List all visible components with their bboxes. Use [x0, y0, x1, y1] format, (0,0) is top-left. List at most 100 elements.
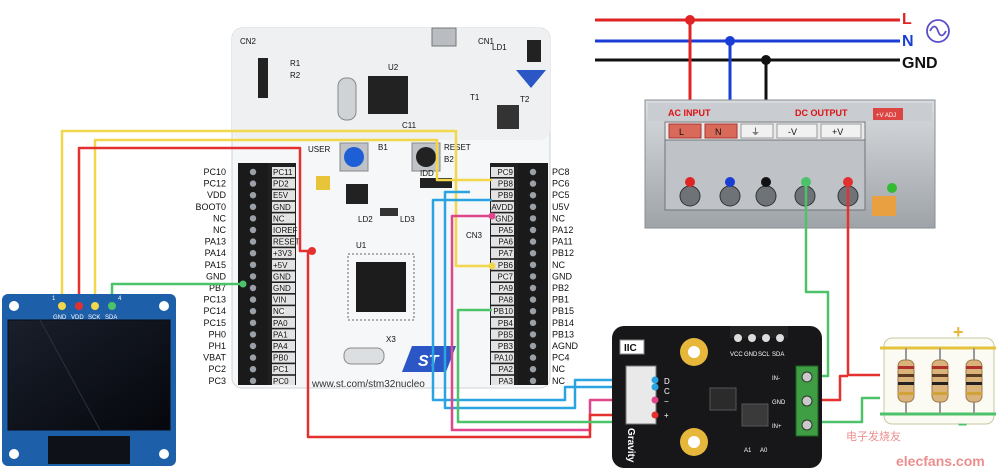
oled-flex — [48, 436, 130, 464]
sensor-brand: Gravity — [625, 428, 636, 463]
wire-sensor-gnd — [450, 214, 655, 432]
sensor-pin-d: D — [664, 377, 670, 386]
header-pin — [249, 168, 257, 176]
pin-label-bg — [272, 329, 295, 340]
pin-label-bg — [272, 341, 295, 351]
sensor-pin-minus: − — [664, 397, 669, 406]
psu-adj-label: +V ADJ — [876, 113, 896, 119]
pin-label: PB8 — [498, 180, 514, 189]
pin-label: GND — [552, 271, 573, 281]
junction-pb6 — [488, 262, 496, 270]
header-pin — [249, 273, 257, 280]
psu-input-label: AC INPUT — [668, 108, 711, 118]
oled-pin-num-1: 1 — [52, 296, 56, 302]
pin-label: PA6 — [498, 238, 513, 247]
silk-ld2: LD2 — [358, 215, 373, 224]
pin-label: PB7 — [209, 283, 226, 293]
pin-label: PB4 — [498, 319, 514, 328]
load-minus-sign: − — [958, 417, 967, 434]
pin-label-bg — [491, 364, 514, 375]
header-pin — [529, 203, 537, 210]
sensor-pin-gnd-right: GND — [772, 400, 786, 406]
silk-x3: X3 — [386, 335, 396, 344]
usb-connector — [431, 27, 457, 47]
oled-pin-vdd: VDD — [71, 315, 84, 321]
oled-reflection — [39, 319, 101, 431]
pin-label: PC3 — [208, 376, 226, 386]
pin-label: PA14 — [205, 248, 226, 258]
watermark-url: elecfans.com — [896, 453, 985, 469]
pin-label-bg — [491, 283, 514, 293]
pin-label: PB9 — [498, 191, 514, 200]
silk-cn1: CN1 — [478, 37, 495, 46]
pin-label: PB15 — [552, 306, 574, 316]
pin-label-bg — [272, 306, 295, 317]
pin-label: NC — [552, 213, 565, 223]
pin-label-bg — [491, 201, 514, 212]
pin-label: NC — [273, 214, 285, 223]
pin-label: PB2 — [552, 283, 569, 293]
junction-pb7 — [239, 280, 247, 288]
pin-label: PA11 — [552, 237, 573, 247]
psu-pot — [872, 196, 896, 216]
sensor-pin-a0: A0 — [760, 448, 768, 454]
pin-label: GND — [273, 203, 291, 212]
pin-label: PC13 — [203, 295, 226, 305]
stlink-crystal — [337, 77, 357, 121]
pin-label: PA9 — [498, 284, 513, 293]
pin-label-bg — [491, 352, 514, 363]
pin-label: PB12 — [552, 248, 574, 258]
st-logo-shape — [402, 346, 456, 372]
pin-label: PC5 — [552, 190, 570, 200]
resistor-1 — [897, 348, 915, 414]
wire-sensor-d — [443, 190, 655, 410]
sensor-pin-in-plus: IN+ — [772, 424, 782, 430]
pin-label: PC11 — [273, 168, 293, 177]
reset-button[interactable] — [416, 147, 436, 167]
pin-label: PA15 — [205, 260, 226, 270]
pin-label: PC6 — [552, 179, 570, 189]
pin-label: PA3 — [498, 377, 513, 386]
wire-oled-gnd — [60, 129, 492, 306]
pin-label: PC4 — [552, 353, 570, 363]
mcu-pins — [347, 253, 415, 321]
sensor-connector — [625, 365, 657, 425]
user-button[interactable] — [344, 147, 364, 167]
pin-label-bg — [272, 352, 295, 363]
pin-label: PD2 — [273, 180, 289, 189]
pin-label: PA10 — [494, 354, 514, 363]
pin-label: VBAT — [203, 353, 226, 363]
pin-label-bg — [491, 190, 514, 201]
pin-label: PB0 — [273, 354, 289, 363]
header-pin — [249, 238, 257, 245]
pin-label: PC9 — [497, 168, 513, 177]
header-pin — [249, 180, 257, 187]
sensor-pin-sda: SDA — [772, 352, 784, 358]
header-pin — [529, 284, 537, 292]
pin-label: PH1 — [208, 341, 226, 351]
header-pin — [529, 168, 537, 176]
silk-t2: T2 — [520, 95, 530, 104]
header-pin — [249, 308, 257, 315]
silk-cn3: CN3 — [466, 231, 483, 240]
psu-gnd-junction — [761, 177, 771, 187]
silk-b1: B1 — [378, 143, 388, 152]
pin-label: PB14 — [552, 318, 574, 328]
header-pin — [249, 377, 257, 384]
header-pin — [529, 250, 537, 257]
pin-label: VIN — [273, 296, 287, 305]
header-pin — [249, 226, 257, 234]
wire-load-neg — [818, 396, 880, 424]
pin-label: RESET — [273, 238, 300, 247]
pin-label: PA13 — [205, 237, 226, 247]
psu-n-junction — [725, 177, 735, 187]
sensor-pin-scl: SCL — [758, 352, 770, 358]
pin-label: E5V — [273, 191, 289, 200]
board-url: www.st.com/stm32nucleo — [311, 379, 425, 390]
wire-green-gnd — [456, 308, 620, 424]
right-outer-labels: PC8PC6PC5U5VNCPA12PA11PB12NCGNDPB2PB1PB1… — [552, 167, 579, 386]
header-pin — [249, 203, 257, 210]
oled-pin-num-4: 4 — [118, 296, 122, 302]
psu-l-junction — [685, 177, 695, 187]
